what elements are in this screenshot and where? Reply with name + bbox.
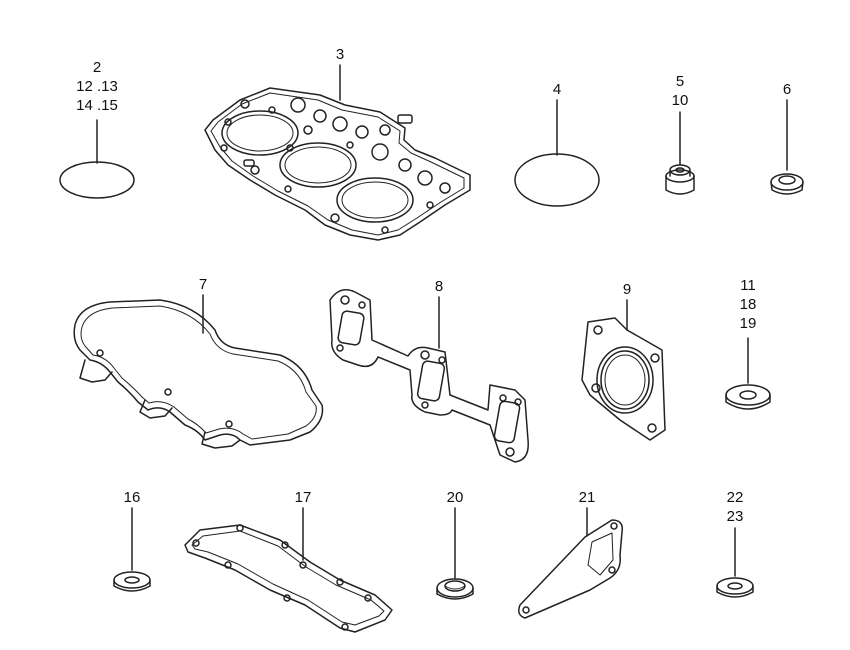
callout-11-18-19: 11 18 19 (740, 276, 757, 333)
valve-cover-gasket-icon (73, 299, 324, 449)
o-ring-icon (514, 153, 600, 207)
callout-line: 16 (123, 489, 141, 506)
callout-line: 23 (726, 508, 744, 525)
washer-icon (113, 571, 151, 592)
callout-line: 22 (726, 489, 744, 506)
flange-gasket-icon (581, 317, 666, 441)
callout-line: 9 (622, 281, 632, 298)
callout-line: 17 (294, 489, 312, 506)
rubber-grommet-icon (770, 173, 804, 195)
valve-stem-seal-icon (665, 164, 695, 195)
callout-line: 19 (739, 315, 757, 332)
callout-line: 20 (446, 489, 464, 506)
callout-4: 4 (553, 80, 561, 99)
callout-line: 2 (92, 59, 102, 76)
callout-line: 10 (671, 92, 689, 109)
manifold-gasket-icon (329, 289, 529, 463)
callout-7: 7 (199, 275, 207, 294)
callout-line: 18 (739, 296, 757, 313)
callout-16: 16 (124, 488, 141, 507)
callout-line: 14 .15 (76, 97, 118, 114)
callout-20: 20 (447, 488, 464, 507)
triangle-gasket-icon (518, 519, 624, 619)
callout-line: 12 .13 (76, 78, 118, 95)
cylinder-head-gasket-icon (204, 87, 471, 241)
callout-5-10: 5 10 (672, 72, 689, 110)
callout-line: 11 (740, 277, 756, 294)
callout-line: 8 (434, 278, 444, 295)
callout-22-23: 22 23 (727, 488, 744, 526)
callout-8: 8 (435, 277, 443, 296)
washer-icon (716, 577, 754, 598)
callout-line: 7 (198, 276, 208, 293)
strip-gasket-icon (184, 524, 393, 633)
callout-9: 9 (623, 280, 631, 299)
callout-17: 17 (295, 488, 312, 507)
callout-line: 4 (552, 81, 562, 98)
callout-6: 6 (783, 80, 791, 99)
callout-line: 6 (782, 81, 792, 98)
callout-line: 3 (335, 46, 345, 63)
callout-line: 21 (578, 489, 596, 506)
callout-21: 21 (579, 488, 596, 507)
seal-ring-icon (436, 578, 474, 600)
callout-line: 5 (675, 73, 685, 90)
o-ring-icon (59, 161, 135, 199)
washer-icon (725, 384, 771, 410)
callout-3: 3 (336, 45, 344, 64)
callout-2-12-13-14-15: 2 12 .13 14 .15 (76, 58, 118, 115)
